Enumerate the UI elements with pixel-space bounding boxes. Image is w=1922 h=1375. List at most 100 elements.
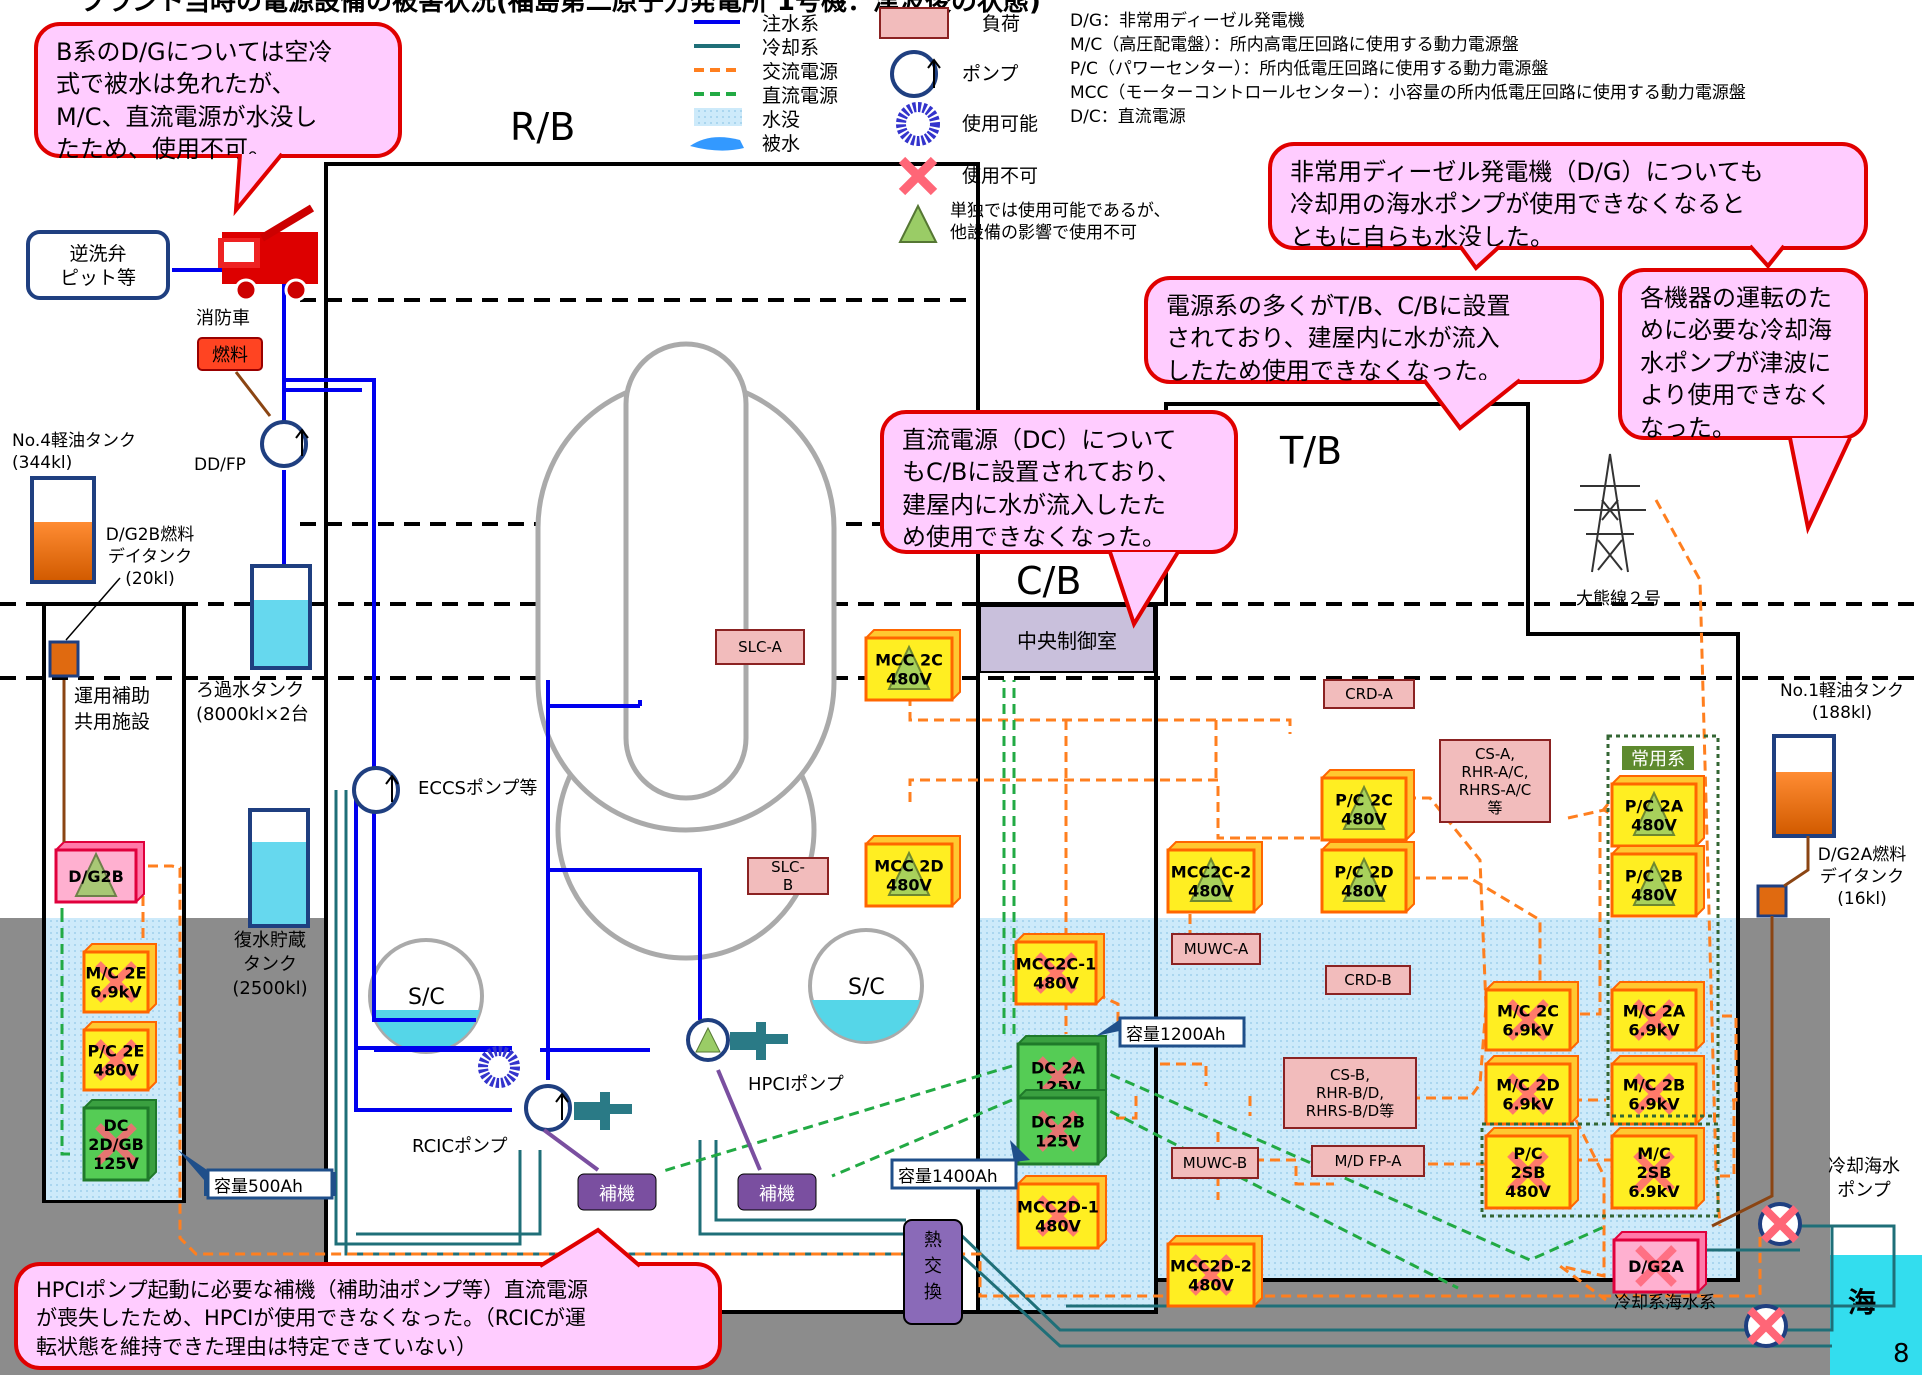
day-tank-b-label: D/G2B燃料デイタンク(20kl) — [106, 525, 194, 589]
legend-flood-label: 水没 — [762, 109, 800, 131]
load-csb: CS-B,RHR-B/D,RHRS-B/D等 — [1283, 1057, 1417, 1129]
cap-500-label: 容量500Ah — [214, 1177, 303, 1197]
cap-500-tag — [178, 1150, 336, 1200]
dd-fp-label: DD/FP — [194, 455, 246, 475]
legend-splash-swatch — [690, 137, 744, 151]
aux-label-2: 補機 — [759, 1184, 795, 1205]
unusable-x-icon — [1507, 1151, 1549, 1193]
seawater-pump-icon-1 — [1758, 1202, 1802, 1246]
aux-box-2 — [737, 1173, 817, 1211]
triangle-icon — [1342, 784, 1386, 830]
unusable-x-icon — [95, 1123, 137, 1165]
load-crdb: CRD-B — [1325, 965, 1411, 995]
legend-load-label: 負荷 — [982, 13, 1020, 35]
equipment-label: D/G2B — [68, 867, 124, 886]
filtered-water-tank — [250, 564, 312, 670]
equipment-dg2b: D/G2B — [54, 841, 145, 904]
load-slca: SLC-A — [715, 629, 805, 665]
load-slcb: SLC-B — [747, 857, 829, 895]
unusable-x-icon — [1190, 1254, 1232, 1296]
legend-cooling-label: 冷却系 — [762, 37, 819, 59]
legend-usable-label: 使用可能 — [962, 113, 1038, 135]
tb-label: T/B — [1279, 429, 1342, 473]
unusable-x-icon — [1633, 1073, 1675, 1115]
rb-label: R/B — [510, 105, 575, 149]
triangle-icon — [1342, 856, 1386, 902]
normal-system-frame — [1606, 734, 1720, 1118]
legend: 注水系 冷却系 交流電源 直流電源 水没 被水 負荷 ポンプ 使用可能 使用不可… — [690, 7, 1746, 243]
load-mdfpa: M/D FP-A — [1311, 1145, 1425, 1177]
cb-label: C/B — [1016, 559, 1081, 603]
filtered-tank-label: ろ過水タンク(8000kl×2台 — [196, 680, 309, 725]
load-crda: CRD-A — [1323, 679, 1415, 709]
day-tank-b — [48, 640, 80, 678]
tank-no1-label: No.1軽油タンク(188kl) — [1780, 681, 1904, 723]
seawater-pump-label: 冷却海水ポンプ — [1828, 1156, 1900, 1201]
cst-tank — [248, 808, 310, 928]
tank-no4 — [30, 476, 96, 584]
callout-hpci: HPCIポンプ起動に必要な補機（補助油ポンプ等）直流電源 が喪失したため、HPC… — [14, 1262, 722, 1370]
equipment-dg2a: D/G2A — [1612, 1231, 1707, 1294]
callout-dg-flood: 非常用ディーゼル発電機（D/G）についても 冷却用の海水ポンプが使用できなくなる… — [1268, 142, 1868, 251]
load-muwcb: MUWC-B — [1171, 1147, 1259, 1179]
unusable-x-icon — [1035, 952, 1077, 994]
unusable-x-icon — [1633, 1151, 1675, 1193]
normal-system-badge — [1622, 746, 1694, 770]
legend-pump-icon — [890, 50, 938, 98]
load-label: SLC-B — [771, 858, 805, 894]
callout-seawater: 各機器の運転のた めに必要な冷却海 水ポンプが津波に より使用できなく なった。 — [1618, 268, 1868, 442]
page-number: 8 — [1893, 1339, 1910, 1369]
backwash-box — [26, 230, 170, 300]
sc-left: S/C — [408, 985, 445, 1010]
fire-truck-label: 消防車 — [196, 308, 250, 329]
load-label: M/D FP-A — [1334, 1152, 1402, 1170]
tank-no1 — [1772, 734, 1836, 838]
load-muwca: MUWC-A — [1171, 933, 1261, 965]
unusable-x-icon — [1633, 999, 1675, 1041]
legend-injection-label: 注水系 — [762, 13, 819, 35]
eccs-pump-icon — [352, 766, 400, 814]
fire-truck-icon — [218, 204, 318, 302]
load-label: CS-B,RHR-B/D,RHRS-B/D等 — [1306, 1066, 1394, 1120]
transmission-tower-icon — [1574, 453, 1646, 573]
load-label: CRD-A — [1345, 685, 1394, 703]
aux-label-1: 補機 — [599, 1184, 635, 1205]
sc-right: S/C — [848, 975, 885, 1000]
aux-facility-label: 運用補助共用施設 — [74, 685, 150, 733]
heat-exchanger — [903, 1219, 963, 1325]
rcic-pump-icon — [478, 1046, 632, 1132]
sea-area — [1830, 1255, 1922, 1375]
fuel-label: 燃料 — [212, 345, 248, 366]
cst-label: 復水貯蔵タンク(2500kl) — [232, 930, 307, 999]
dc-power-lines — [60, 680, 1607, 1290]
seawater-pump-icon-2 — [1744, 1304, 1788, 1348]
triangle-icon — [1632, 860, 1676, 906]
load-label: MUWC-B — [1183, 1154, 1247, 1172]
legend-flood-swatch — [694, 108, 742, 126]
legend-splash-label: 被水 — [762, 133, 800, 155]
